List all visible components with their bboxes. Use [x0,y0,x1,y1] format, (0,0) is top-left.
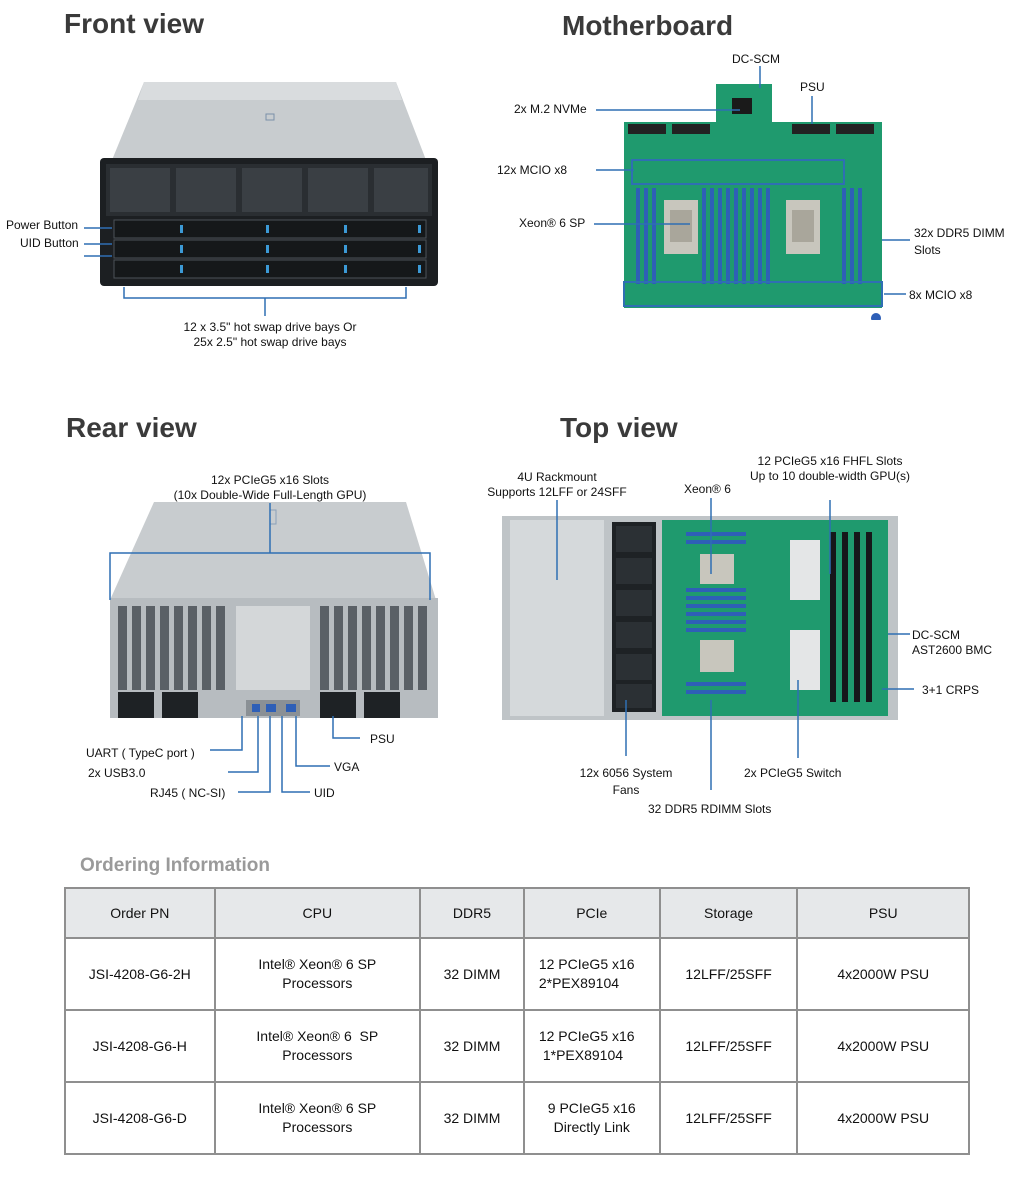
cell-cpu-line2: Processors [282,975,353,991]
rear-view-heading: Rear view [66,412,197,443]
top-slots-line1: 12 PCIeG5 x16 FHFL Slots [757,454,903,468]
mb-nvme-label: 2x M.2 NVMe [514,102,587,116]
mb-psu-label: PSU [800,80,825,94]
motherboard-image [622,84,884,320]
table-row: JSI-4208-G6-D Intel® Xeon® 6 SP Processor… [64,1081,970,1155]
front-view-server-image [96,80,442,290]
cell-order-pn: JSI-4208-G6-D [64,1081,216,1155]
mb-dimm-line1: 32x DDR5 DIMM [914,226,1005,240]
cell-psu: 4x2000W PSU [796,1009,970,1083]
header-psu: PSU [796,887,970,939]
cell-pcie: 12 PCIeG5 x16 1*PEX89104 [522,1009,661,1083]
callout-lines [84,66,914,793]
top-dcscm-label: DC-SCM AST2600 BMC [912,628,992,658]
top-slots-line2: Up to 10 double-width GPU(s) [749,469,911,483]
cell-storage: 12LFF/25SFF [658,937,799,1011]
drive-bays-line1: 12 x 3.5" hot swap drive bays Or [183,320,357,334]
cell-order-pn: JSI-4208-G6-H [64,1009,216,1083]
ordering-info-title: Ordering Information [80,855,270,876]
header-storage: Storage [658,887,799,939]
top-fans-label: 12x 6056 System Fans [566,766,686,798]
table-row: JSI-4208-G6-2H Intel® Xeon® 6 SP Processo… [64,937,970,1011]
top-view-server-image [500,512,900,724]
cell-ddr5: 32 DIMM [419,937,525,1011]
rear-uid-label: UID [314,786,335,800]
rear-pcie-line2: (10x Double-Wide Full-Length GPU) [173,488,367,502]
top-slots-label: 12 PCIeG5 x16 FHFL Slots Up to 10 double… [740,454,920,484]
cell-pcie: 12 PCIeG5 x16 2*PEX89104 [522,937,661,1011]
cell-pcie-line1: 12 PCIeG5 x16 [538,956,635,972]
cell-cpu: Intel® Xeon® 6 SP Processors [213,1081,422,1155]
header-pcie: PCIe [522,887,661,939]
cell-pcie-line2: Directly Link [553,1119,630,1135]
cell-ddr5: 32 DIMM [419,1009,525,1083]
mb-mcio8-label: 8x MCIO x8 [909,288,973,302]
top-fans-line1: 12x 6056 System [579,766,673,780]
cell-pcie-line2: 1*PEX89104 [542,1047,624,1063]
top-rackmount-label: 4U Rackmount Supports 12LFF or 24SFF [470,470,644,500]
cell-cpu: Intel® Xeon® 6 SP Processors [213,937,422,1011]
cell-cpu-line2: Processors [282,1119,353,1135]
table-row: JSI-4208-G6-H Intel® Xeon® 6 SP Processor… [64,1009,970,1083]
mb-xeon-label: Xeon® 6 SP [519,216,586,230]
mb-mcio12-label: 12x MCIO x8 [497,163,568,177]
rear-psu-label: PSU [370,732,395,746]
cell-psu: 4x2000W PSU [796,1081,970,1155]
top-crps-label: 3+1 CRPS [922,683,980,697]
drive-bays-label: 12 x 3.5" hot swap drive bays Or 25x 2.5… [160,320,380,350]
cell-pcie-line2: 2*PEX89104 [538,975,620,991]
cell-order-pn: JSI-4208-G6-2H [64,937,216,1011]
top-rdimm-label: 32 DDR5 RDIMM Slots [648,802,772,816]
header-order-pn: Order PN [64,887,216,939]
header-cpu: CPU [213,887,422,939]
cell-psu: 4x2000W PSU [796,937,970,1011]
top-pcie-switch-label: 2x PCIeG5 Switch [744,766,842,780]
mb-dimm-label: 32x DDR5 DIMM Slots [914,226,1005,258]
top-view-heading: Top view [560,412,678,443]
cell-cpu-line2: Processors [282,1047,353,1063]
power-button-label: Power Button [6,218,79,232]
motherboard-heading: Motherboard [562,10,734,41]
top-rackmount-line1: 4U Rackmount [517,470,597,484]
cell-storage: 12LFF/25SFF [658,1009,799,1083]
mb-dcscm-label: DC-SCM [732,52,780,66]
cell-pcie-line1: 9 PCIeG5 x16 [547,1100,636,1116]
uid-button-label: UID Button [20,236,79,250]
top-dcscm-line2: AST2600 BMC [912,643,993,657]
cell-cpu-line1: Intel® Xeon® 6 SP [258,956,377,972]
rear-view-server-image [106,500,442,722]
mb-dimm-line2: Slots [914,243,941,257]
cell-cpu-line1: Intel® Xeon® 6 SP [258,1100,377,1116]
ordering-table: Order PN CPU DDR5 PCIe Storage PSU JSI-4… [64,887,970,1155]
top-fans-line2: Fans [612,783,640,797]
rear-vga-label: VGA [334,760,360,774]
rear-uart-label: UART ( TypeC port ) [86,746,195,760]
cell-cpu-line1: Intel® Xeon® 6 SP [256,1028,379,1044]
cell-cpu: Intel® Xeon® 6 SP Processors [213,1009,422,1083]
cell-storage: 12LFF/25SFF [658,1081,799,1155]
cell-ddr5: 32 DIMM [419,1081,525,1155]
top-rackmount-line2: Supports 12LFF or 24SFF [487,485,627,499]
cell-pcie-line1: 12 PCIeG5 x16 [538,1028,635,1044]
drive-bays-line2: 25x 2.5" hot swap drive bays [193,335,347,349]
top-dcscm-line1: DC-SCM [912,628,960,642]
rear-usb-label: 2x USB3.0 [88,766,146,780]
table-header-row: Order PN CPU DDR5 PCIe Storage PSU [64,887,970,939]
rear-pcie-line1: 12x PCIeG5 x16 Slots [210,473,330,487]
rear-rj45-label: RJ45 ( NC-SI) [150,786,226,800]
rear-pcie-label: 12x PCIeG5 x16 Slots (10x Double-Wide Fu… [150,473,390,503]
top-xeon-label: Xeon® 6 [684,482,731,496]
front-view-heading: Front view [64,8,205,39]
header-ddr5: DDR5 [419,887,525,939]
